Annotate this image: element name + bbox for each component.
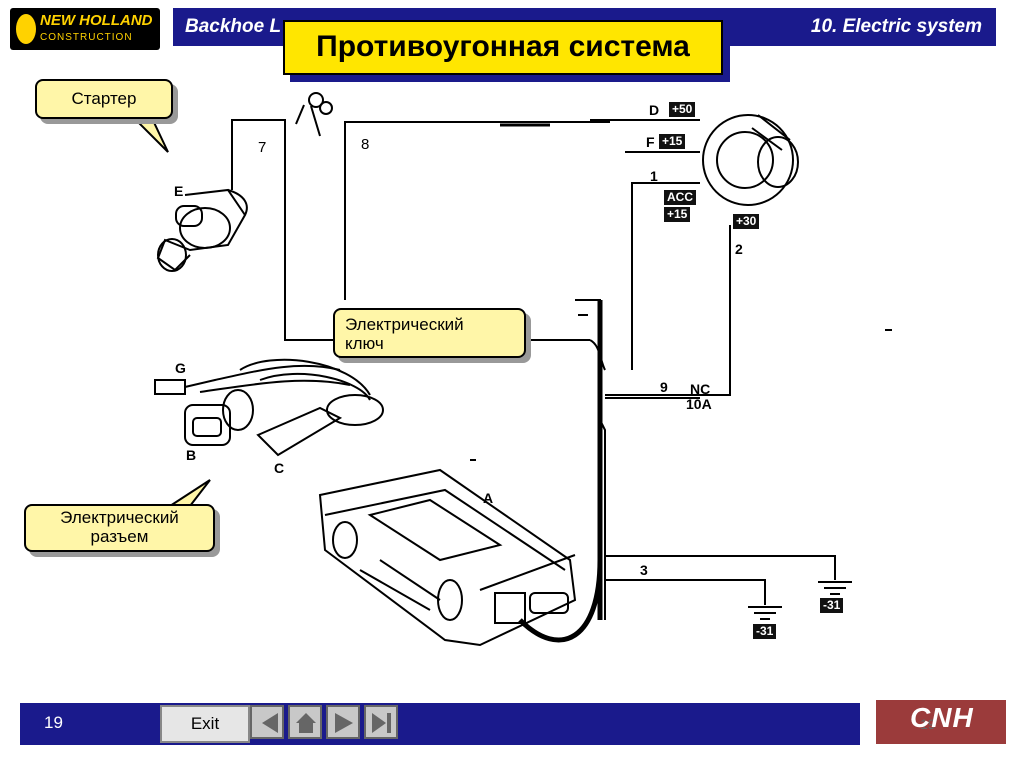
callout-starter-text: Стартер bbox=[71, 89, 137, 108]
wire-label-f: F bbox=[646, 134, 655, 150]
label-e: E bbox=[174, 183, 184, 199]
page-number: 19 bbox=[44, 713, 63, 732]
wire-label-2: 2 bbox=[735, 241, 743, 257]
callout-key: Электрический ключ bbox=[333, 308, 526, 358]
last-arrow-icon bbox=[372, 713, 391, 733]
leaf-emblem-icon bbox=[16, 14, 36, 44]
badge-minus31-left: -31 bbox=[753, 624, 777, 639]
callout-connector: Электрический разъем bbox=[24, 504, 215, 552]
logo-sub: CONSTRUCTION bbox=[40, 32, 133, 43]
label-b: B bbox=[186, 447, 197, 463]
slide-title-box: Противоугонная система bbox=[283, 20, 723, 75]
badge-plus15-f: +15 bbox=[659, 134, 686, 149]
badge-plus30: +30 bbox=[733, 214, 760, 229]
badge-plus50: +50 bbox=[669, 102, 696, 117]
callout-tail-starter bbox=[127, 113, 169, 153]
wire-8 bbox=[344, 121, 610, 300]
cnh-logo: 19 CNH bbox=[876, 700, 1006, 744]
wire-label-8: 8 bbox=[361, 136, 370, 153]
header-section: 10. Electric system bbox=[810, 16, 982, 37]
new-holland-logo: NEW HOLLAND CONSTRUCTION bbox=[10, 8, 160, 50]
label-g: G bbox=[175, 360, 186, 376]
footer-bar: 19 Exit bbox=[20, 703, 860, 745]
ecu-module bbox=[318, 468, 577, 647]
label-c: C bbox=[274, 460, 285, 476]
cnh-logo-text: CNH bbox=[910, 702, 974, 733]
badge-plus15-acc: +15 bbox=[664, 207, 691, 222]
first-arrow-icon bbox=[262, 713, 278, 733]
last-page-button[interactable] bbox=[364, 705, 398, 739]
next-arrow-icon bbox=[335, 713, 353, 733]
callout-key-line2: ключ bbox=[345, 334, 384, 353]
home-button[interactable] bbox=[288, 705, 322, 739]
cnh-page-number: 19 bbox=[920, 716, 936, 732]
wire-label-9: 9 bbox=[660, 379, 668, 395]
wire-label-fuse: 10A bbox=[686, 396, 712, 412]
wire-label-nc: NC bbox=[690, 381, 711, 397]
badge-minus31-right: -31 bbox=[820, 598, 844, 613]
wire-7 bbox=[231, 119, 590, 341]
home-icon bbox=[296, 713, 316, 733]
wire-label-1: 1 bbox=[650, 168, 658, 184]
next-page-button[interactable] bbox=[326, 705, 360, 739]
first-page-button[interactable] bbox=[250, 705, 284, 739]
label-a: A bbox=[483, 490, 494, 506]
callout-connector-line1: Электрический bbox=[60, 508, 179, 527]
badge-acc: ACC bbox=[664, 190, 696, 205]
logo-brand: NEW HOLLAND bbox=[40, 12, 153, 29]
wire-label-d: D bbox=[649, 102, 660, 118]
starter-motor bbox=[156, 188, 248, 272]
key-connector-assembly bbox=[154, 358, 384, 457]
callout-tail-connector bbox=[166, 479, 211, 507]
wire-label-7: 7 bbox=[258, 139, 267, 156]
exit-button[interactable]: Exit bbox=[160, 705, 250, 743]
header-title-left: Backhoe L bbox=[185, 16, 282, 37]
ignition-switch bbox=[702, 114, 799, 206]
wire-label-3: 3 bbox=[640, 562, 648, 578]
slide-title: Противоугонная система bbox=[316, 30, 690, 63]
callout-connector-line2: разъем bbox=[90, 527, 149, 546]
callout-key-line1: Электрический bbox=[345, 315, 464, 334]
callout-starter: Стартер bbox=[35, 79, 173, 119]
